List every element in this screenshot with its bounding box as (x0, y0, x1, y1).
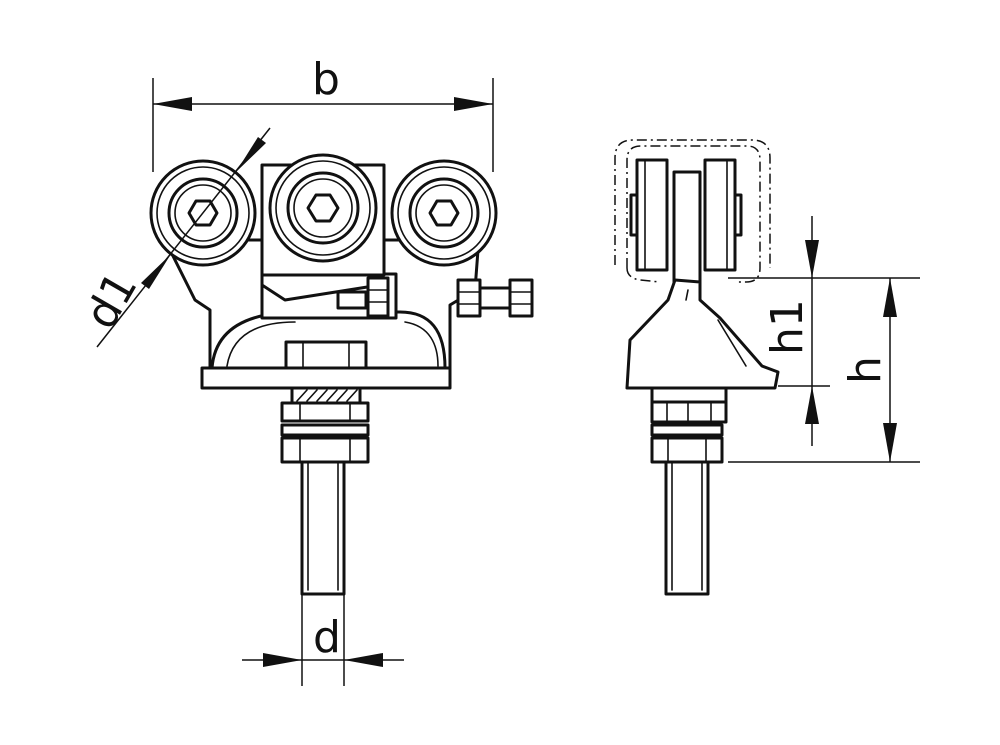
label-h: h (840, 356, 891, 384)
side-wheel-left (629, 158, 669, 272)
roller-center (268, 153, 378, 263)
roller-right (390, 159, 498, 267)
side-view: h1 h (614, 139, 920, 596)
stud (300, 460, 346, 596)
side-web (672, 170, 702, 284)
label-b: b (312, 54, 340, 105)
dimension-b: b (152, 54, 494, 172)
side-wheel-right (703, 158, 743, 272)
stud-nuts (280, 340, 370, 464)
front-view: b (75, 54, 534, 686)
track-outline (614, 139, 771, 283)
dimension-d: d (242, 594, 404, 686)
side-screw (456, 278, 534, 318)
side-nuts (650, 386, 728, 464)
label-h1: h1 (762, 299, 813, 355)
label-d: d (313, 612, 341, 663)
side-stud (664, 460, 710, 596)
label-d1: d1 (75, 264, 147, 338)
dimension-h: h (728, 278, 920, 463)
dimension-h1: h1 (728, 216, 920, 446)
side-body (625, 278, 780, 390)
